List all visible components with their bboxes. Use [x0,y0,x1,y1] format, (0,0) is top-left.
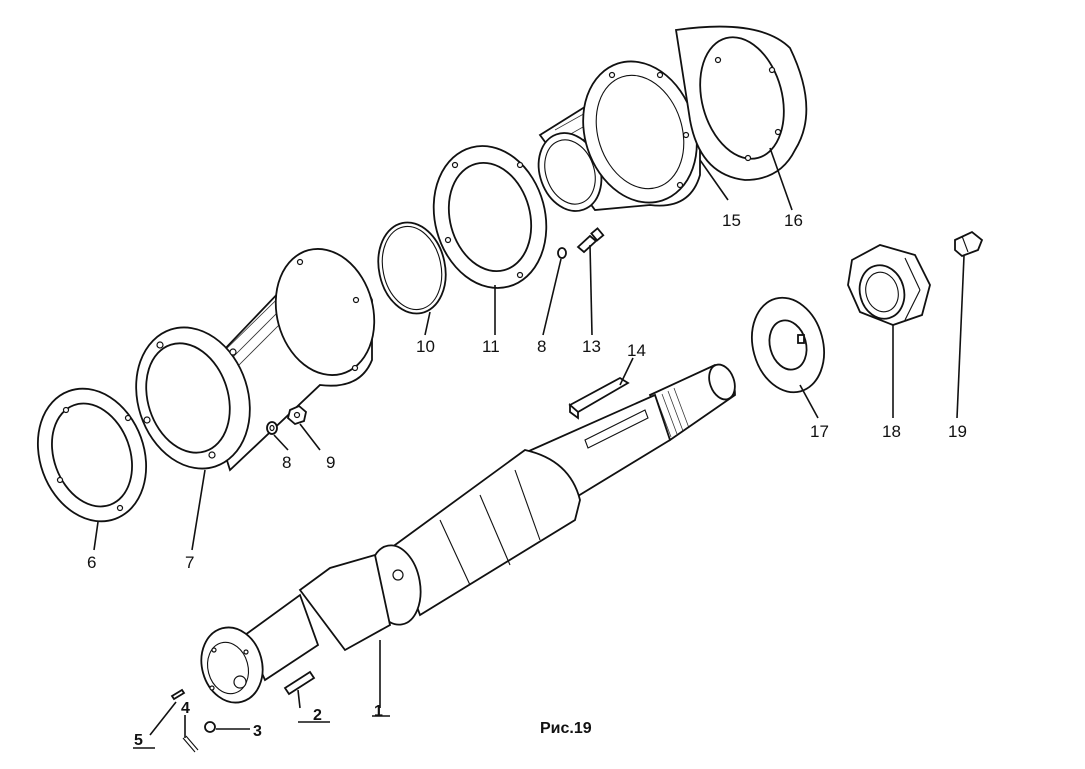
callout-6: 6 [87,553,96,572]
part-7-flanged-sleeve [135,248,376,472]
callout-3: 3 [253,723,262,740]
callout-7: 7 [185,553,194,572]
callout-18: 18 [882,422,901,441]
callout-19: 19 [948,422,967,441]
part-3-nut [204,721,216,733]
part-18-hex-nut [847,244,931,326]
callout-11: 11 [482,337,500,356]
callout-16: 16 [784,211,803,230]
part-13-bolt [576,227,605,254]
figure-caption: Рис.19 [540,720,592,737]
callout-4: 4 [181,700,190,717]
callout-8-left: 8 [282,453,291,472]
part-14-key [568,376,630,420]
part-17-tab-washer [751,296,825,394]
callout-13: 13 [582,337,601,356]
callout-10: 10 [416,337,435,356]
part-1-shaft [200,363,736,704]
part-4-cotter-pin [182,735,199,753]
part-10-o-ring [377,221,447,315]
part-9-nut [286,404,307,426]
callout-17: 17 [810,422,829,441]
part-15-flanged-bushing [537,60,701,212]
callout-14: 14 [627,341,646,360]
callout-8-right: 8 [537,337,546,356]
part-6-gasket [36,387,148,523]
callout-15: 15 [722,211,741,230]
part-19-plug [954,230,984,258]
leader-lines [93,147,965,749]
part-5-pin [170,688,186,701]
callout-1: 1 [374,703,383,720]
callout-2: 2 [313,707,322,724]
part-8-washer-left [266,421,278,435]
part-11-flange-ring [432,145,548,289]
callout-5: 5 [134,732,143,749]
part-16-gasket [674,25,808,181]
part-2-pin [283,670,316,696]
part-8-washer-right [557,247,567,259]
callout-9: 9 [326,453,335,472]
